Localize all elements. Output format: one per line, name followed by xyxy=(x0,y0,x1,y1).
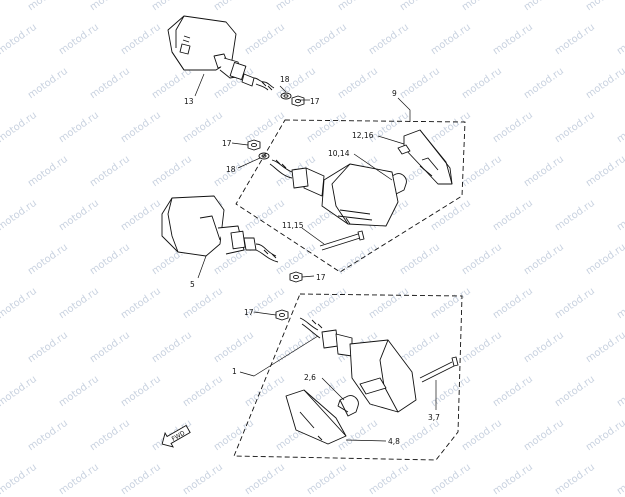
callout-12-16: 12,16 xyxy=(352,131,374,140)
assembly-1-boundary xyxy=(233,293,463,461)
forward-arrow-icon: FWD xyxy=(161,424,191,448)
turn-signal-exploded-diagram: 13 18 17 9 12,16 10,14 17 18 11,15 5 17 … xyxy=(161,15,466,461)
callout-3-7: 3,7 xyxy=(428,413,440,422)
grommet-18b xyxy=(258,152,270,160)
callout-13: 13 xyxy=(184,97,194,106)
assembly-9-boundary xyxy=(235,119,466,273)
callout-4-8: 4,8 xyxy=(388,437,400,446)
leader-lines xyxy=(194,73,437,442)
callout-10-14: 10,14 xyxy=(328,149,350,158)
turn-signal-housing-1 xyxy=(299,317,417,413)
screw-3-7 xyxy=(419,356,459,383)
turn-signal-13 xyxy=(167,15,275,91)
nut-17c xyxy=(289,271,303,283)
turn-signal-5 xyxy=(161,195,279,263)
bulb-2-6 xyxy=(337,395,359,417)
grommet-18a xyxy=(280,92,292,100)
screw-11-15 xyxy=(319,230,365,251)
nut-17d xyxy=(275,309,289,321)
callout-18a: 18 xyxy=(280,75,290,84)
lens-4-8 xyxy=(285,389,347,445)
callout-9: 9 xyxy=(392,89,397,98)
callout-5: 5 xyxy=(190,280,195,289)
nut-17b xyxy=(247,139,261,151)
callout-11-15: 11,15 xyxy=(282,221,304,230)
callout-17c: 17 xyxy=(316,273,326,282)
callout-17a: 17 xyxy=(310,97,320,106)
lens-12-16 xyxy=(397,129,453,185)
callout-17d: 17 xyxy=(244,308,254,317)
callout-2-6: 2,6 xyxy=(304,373,316,382)
nut-17a xyxy=(291,95,305,107)
callout-18b: 18 xyxy=(226,165,236,174)
callout-1: 1 xyxy=(232,367,237,376)
callout-17b: 17 xyxy=(222,139,232,148)
turn-signal-housing-9 xyxy=(269,159,399,227)
